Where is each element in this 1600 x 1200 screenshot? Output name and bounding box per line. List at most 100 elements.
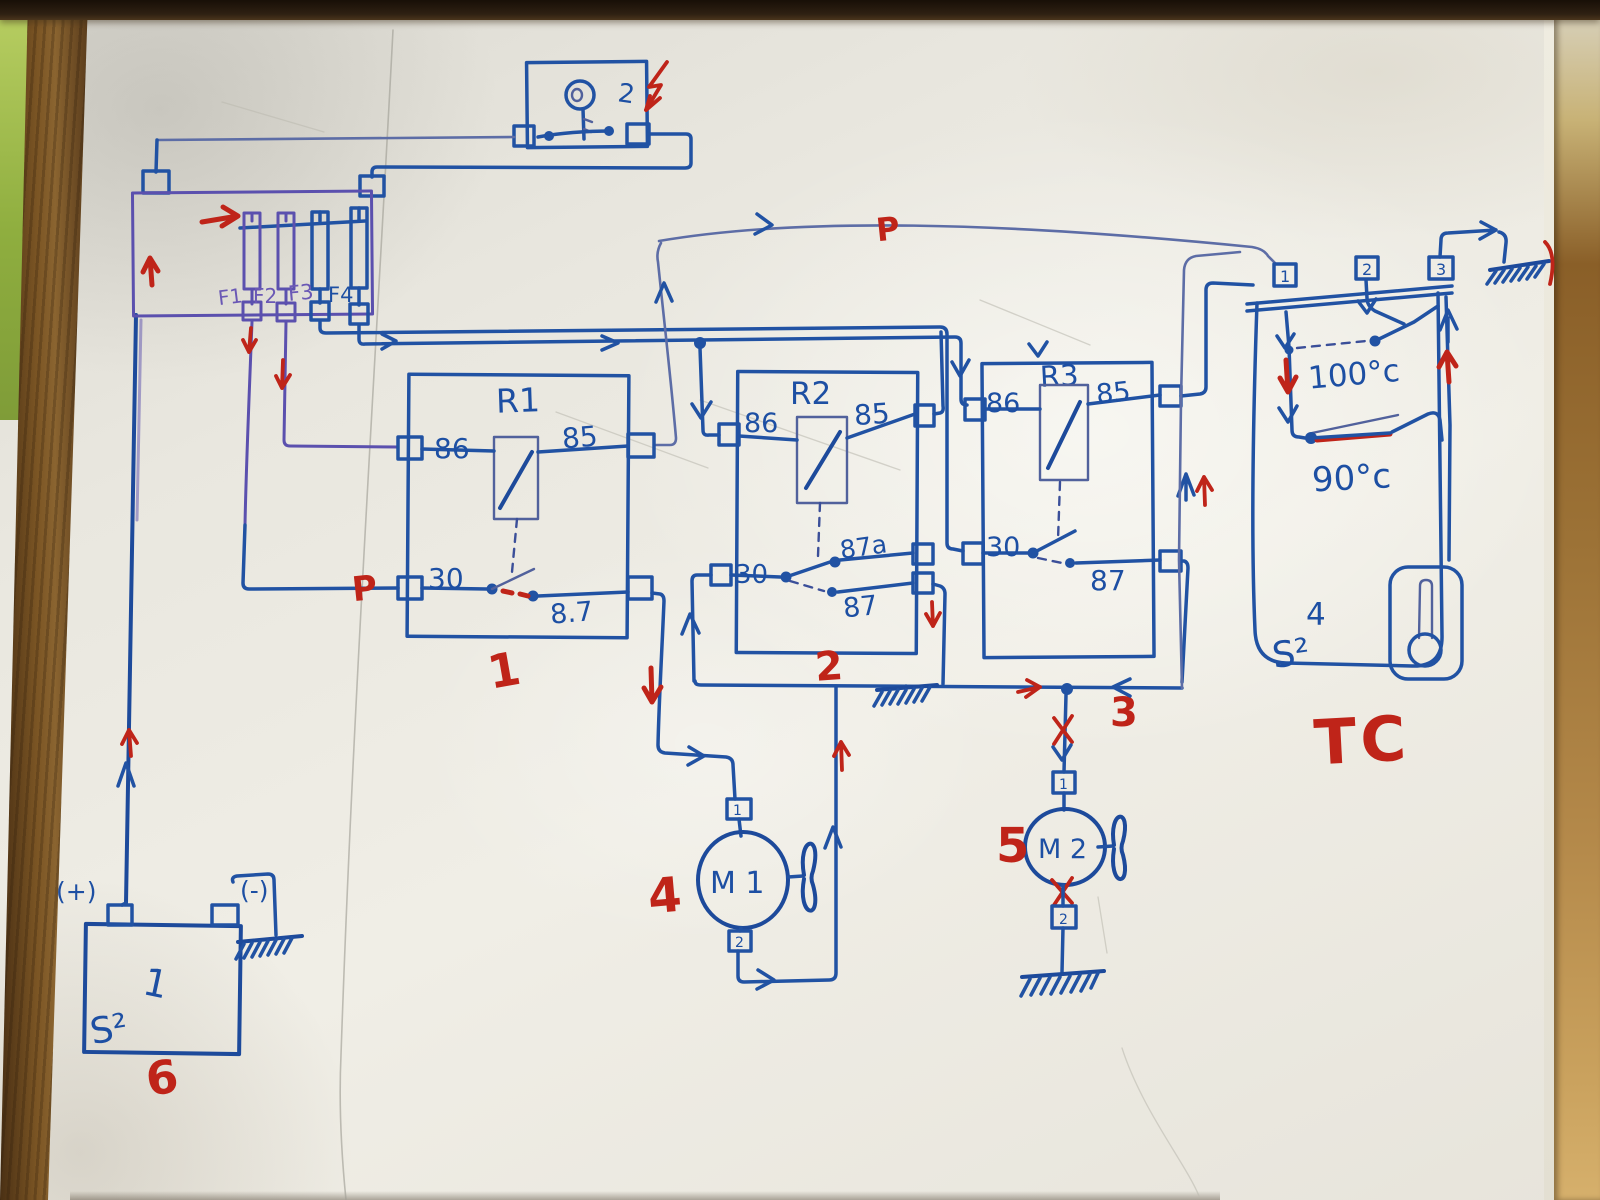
r2-switch-arm — [784, 559, 835, 579]
red-down-arrow-r2-87 — [924, 600, 942, 628]
tc-90-wire — [1309, 431, 1392, 440]
blue-down-arrow-tc-left2 — [1277, 404, 1299, 424]
battery-box — [82, 921, 243, 1057]
key-switch: 2 — [512, 59, 669, 150]
relay-r2: R2 86 85 30 87a 87 2 — [709, 369, 936, 691]
m2-ground-wire — [1060, 926, 1065, 974]
m2-terminal-top-label: 1 — [1059, 777, 1068, 793]
ground-symbol-m2 — [1019, 969, 1106, 998]
red-down-arrow-f2 — [274, 358, 292, 390]
r1-box — [405, 372, 631, 640]
red-up-arrow-tc-right — [1436, 349, 1459, 385]
tc-top-ground — [1438, 220, 1551, 286]
r3-terminal-85 — [1158, 384, 1183, 408]
fuse-box: F1 F2 F3 F4 — [130, 189, 375, 326]
wire-junction-to-r2-86 — [698, 346, 721, 437]
battery-minus-label: (-) — [240, 876, 269, 905]
wire-r1-85-up — [654, 241, 678, 447]
rail-terminal-box — [141, 169, 171, 195]
tc-terminal-1 — [1272, 262, 1298, 288]
top-power-wire: P — [654, 209, 1278, 447]
battery-post-minus — [210, 903, 240, 927]
r3-label-85: 85 — [1095, 376, 1132, 410]
motor-m2: 1 M 2 2 5 — [996, 693, 1127, 998]
m2-red-number: 5 — [996, 818, 1029, 874]
r2-label-87: 87 — [842, 590, 879, 624]
r2-dashed-arm — [788, 579, 826, 593]
p-mark-top: P — [874, 209, 901, 249]
tc-red-label: TC — [1312, 701, 1411, 779]
m1-body — [696, 830, 790, 930]
r3-coil — [1038, 383, 1090, 482]
wire-f3-to-r3-30 — [318, 320, 965, 553]
key-icon — [564, 79, 596, 141]
p-mark-r1: P — [350, 568, 379, 610]
tc-number: 4 — [1306, 597, 1326, 633]
r1-label-30: 30 — [428, 562, 464, 595]
r3-label-87: 87 — [1090, 564, 1126, 597]
board-scratches — [221, 29, 1200, 1200]
red-up-arrow-m1-return — [832, 740, 851, 772]
lightning-icon — [644, 60, 669, 112]
ground-symbol-battery — [234, 934, 304, 961]
r2-name: R2 — [790, 376, 831, 412]
r1-87-dot — [527, 590, 539, 602]
blue-up-arrow-rail — [116, 761, 136, 788]
tc-t2-down — [1364, 278, 1406, 326]
r2-box — [734, 369, 920, 656]
battery-code: S² — [87, 1006, 131, 1053]
battery: (+) (-) 1 S² 6 — [56, 872, 304, 1107]
battery-plus-label: (+) — [56, 877, 96, 906]
r3-coil-diagonal — [1046, 400, 1082, 470]
r2-terminal-30 — [709, 563, 733, 587]
wire-top-p — [657, 224, 1278, 266]
tc-code: S² — [1270, 631, 1313, 677]
fan-icon-m2 — [1111, 814, 1127, 881]
fuse-f1 — [241, 211, 263, 322]
blue-right-arrow-m1-feed — [686, 745, 706, 767]
r3-name: R3 — [1039, 358, 1079, 394]
r3-wire-85 — [1086, 393, 1162, 406]
thermo-contact: 1 2 3 100°c 90°c — [1177, 220, 1555, 779]
tc-terminal-2-label: 2 — [1362, 260, 1372, 279]
junction-dot-f4 — [694, 337, 706, 349]
blue-right-arrow-p — [753, 212, 774, 236]
red-up-arrow-rail-bottom — [120, 728, 139, 758]
thermometer-icon — [1388, 565, 1464, 681]
key-switch-number: 2 — [616, 78, 637, 110]
r3-dashed-arm — [1036, 556, 1064, 565]
fuse-box-outline — [130, 189, 375, 318]
tc-temp-high: 100°c — [1307, 353, 1402, 397]
blue-up-arrow-m1-return — [823, 825, 843, 850]
r1-terminal-86 — [396, 435, 424, 461]
fuse-label-f2: F2 — [253, 284, 277, 308]
blue-right-arrow-fline-1 — [380, 332, 398, 351]
r2-wire-85 — [845, 412, 917, 440]
red-mark-right-edge — [1543, 240, 1555, 286]
r2-wire-87a — [838, 551, 915, 562]
tc-outline — [1251, 291, 1444, 668]
r2-coil — [795, 415, 849, 505]
fuse-label-f3: F3 — [287, 280, 314, 306]
m2-name: M 2 — [1038, 834, 1087, 865]
board-bottom-shadow — [70, 1191, 1220, 1200]
wire-r1-87-to-m1 — [650, 591, 737, 801]
tc-left-rail — [1284, 310, 1307, 440]
r3-label-86: 86 — [986, 388, 1020, 419]
tc-bus-bottom — [1245, 291, 1454, 313]
tc-100-out — [1373, 304, 1440, 343]
r2-87-dot — [827, 587, 837, 597]
wire-f1-to-r1-30 — [241, 523, 400, 591]
wire-battery-rail-double — [135, 318, 143, 522]
r1-wire-87 — [536, 590, 630, 598]
r1-red-number: 1 — [484, 641, 525, 700]
tc-90-arm-open — [1310, 413, 1400, 435]
blue-down-arrow-tc-t2 — [1356, 297, 1378, 315]
r2-label-85: 85 — [853, 397, 891, 432]
red-right-arrow-fusebox — [199, 204, 241, 229]
red-up-arrow-r3-right — [1195, 475, 1214, 507]
r1-terminal-30 — [396, 575, 424, 601]
red-down-arrow-tc-left — [1277, 357, 1299, 395]
